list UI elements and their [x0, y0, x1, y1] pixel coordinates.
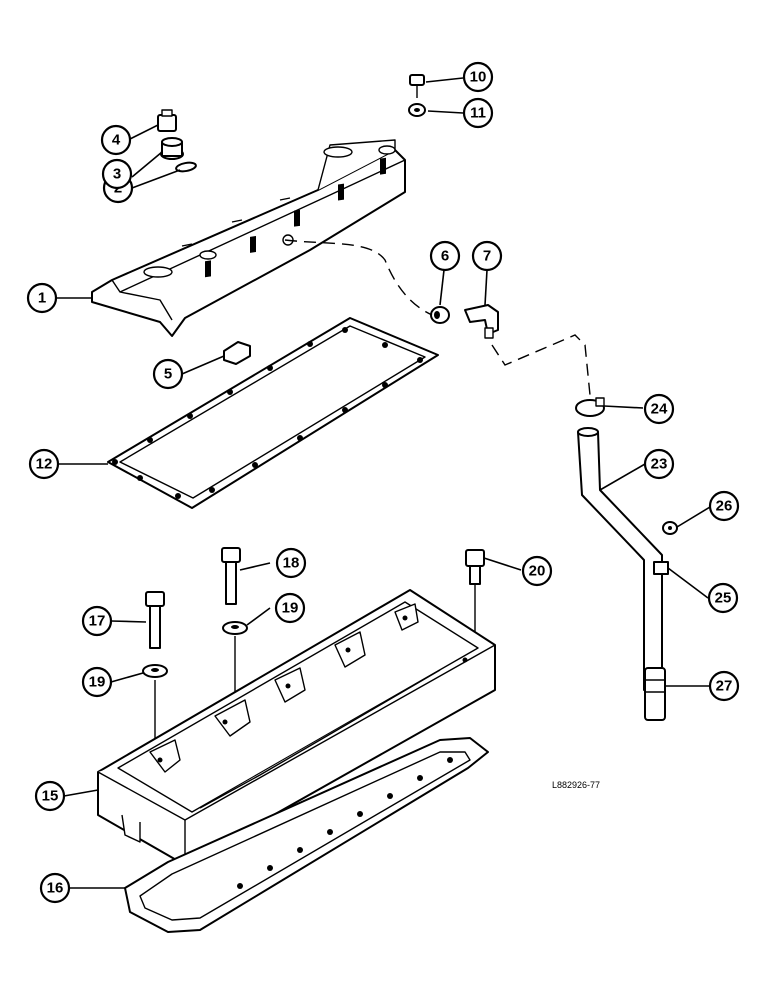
callout-7: 7 [471, 240, 503, 272]
clamp-24 [575, 397, 605, 417]
leader-lines [57, 77, 711, 889]
callout-15: 15 [34, 780, 66, 812]
callout-4: 4 [100, 124, 132, 156]
grommet-6 [430, 306, 450, 324]
washer-19a [222, 621, 248, 635]
washer-11 [408, 103, 426, 117]
bolt-20 [465, 549, 485, 585]
callout-12: 12 [28, 448, 60, 480]
svg-text:16: 16 [47, 880, 64, 897]
svg-text:20: 20 [529, 563, 546, 580]
svg-text:26: 26 [716, 498, 733, 515]
svg-text:7: 7 [483, 248, 491, 265]
svg-text:5: 5 [164, 366, 172, 383]
svg-text:12: 12 [36, 456, 53, 473]
callout-20: 20 [521, 555, 553, 587]
callout-26: 26 [708, 490, 740, 522]
callout-19-upper: 19 [274, 592, 306, 624]
svg-text:11: 11 [470, 105, 486, 122]
svg-text:24: 24 [651, 401, 668, 418]
elbow-fitting-7 [464, 304, 499, 339]
svg-text:15: 15 [42, 788, 59, 805]
callout-24: 24 [643, 393, 675, 425]
callout-10: 10 [462, 61, 494, 93]
cover-spacer-15 [97, 589, 496, 866]
callout-1: 1 [26, 282, 58, 314]
svg-text:10: 10 [470, 69, 487, 86]
svg-text:23: 23 [651, 456, 668, 473]
sleeve-27 [644, 667, 666, 721]
rocker-cover [91, 139, 406, 337]
callout-16: 16 [39, 872, 71, 904]
svg-text:1: 1 [38, 290, 46, 307]
callout-27: 27 [708, 670, 740, 702]
callout-17: 17 [81, 605, 113, 637]
svg-text:19: 19 [282, 600, 299, 617]
breather-hose-path [284, 239, 433, 316]
washer-19b [142, 664, 168, 678]
alignment-lines [154, 584, 476, 745]
plug-4 [157, 109, 177, 132]
svg-text:19: 19 [89, 674, 106, 691]
callout-23: 23 [643, 448, 675, 480]
callout-25: 25 [707, 582, 739, 614]
svg-text:6: 6 [441, 248, 449, 265]
callout-5: 5 [152, 358, 184, 390]
svg-text:3: 3 [113, 166, 121, 183]
svg-text:18: 18 [283, 555, 300, 572]
svg-text:4: 4 [112, 132, 121, 149]
plug-3 [160, 137, 184, 160]
svg-text:17: 17 [89, 613, 106, 630]
breather-hose-path-2 [491, 334, 591, 396]
gasket-12 [107, 317, 439, 509]
callout-6: 6 [429, 240, 461, 272]
svg-text:27: 27 [716, 678, 733, 695]
callout-11: 11 [462, 97, 494, 129]
drawing-reference: L882926-77 [552, 780, 600, 790]
callout-3: 3 [101, 158, 133, 190]
svg-text:25: 25 [715, 590, 732, 607]
bolt-10 [409, 74, 425, 98]
bolt-17 [145, 591, 165, 649]
bracket-25 [653, 561, 669, 575]
callout-18: 18 [275, 547, 307, 579]
gasket-16 [124, 737, 489, 933]
washer-26 [662, 521, 678, 535]
seal-ring-2 [175, 161, 197, 173]
bolt-18 [221, 547, 241, 605]
callout-19-lower: 19 [81, 666, 113, 698]
nut-5 [223, 341, 251, 365]
